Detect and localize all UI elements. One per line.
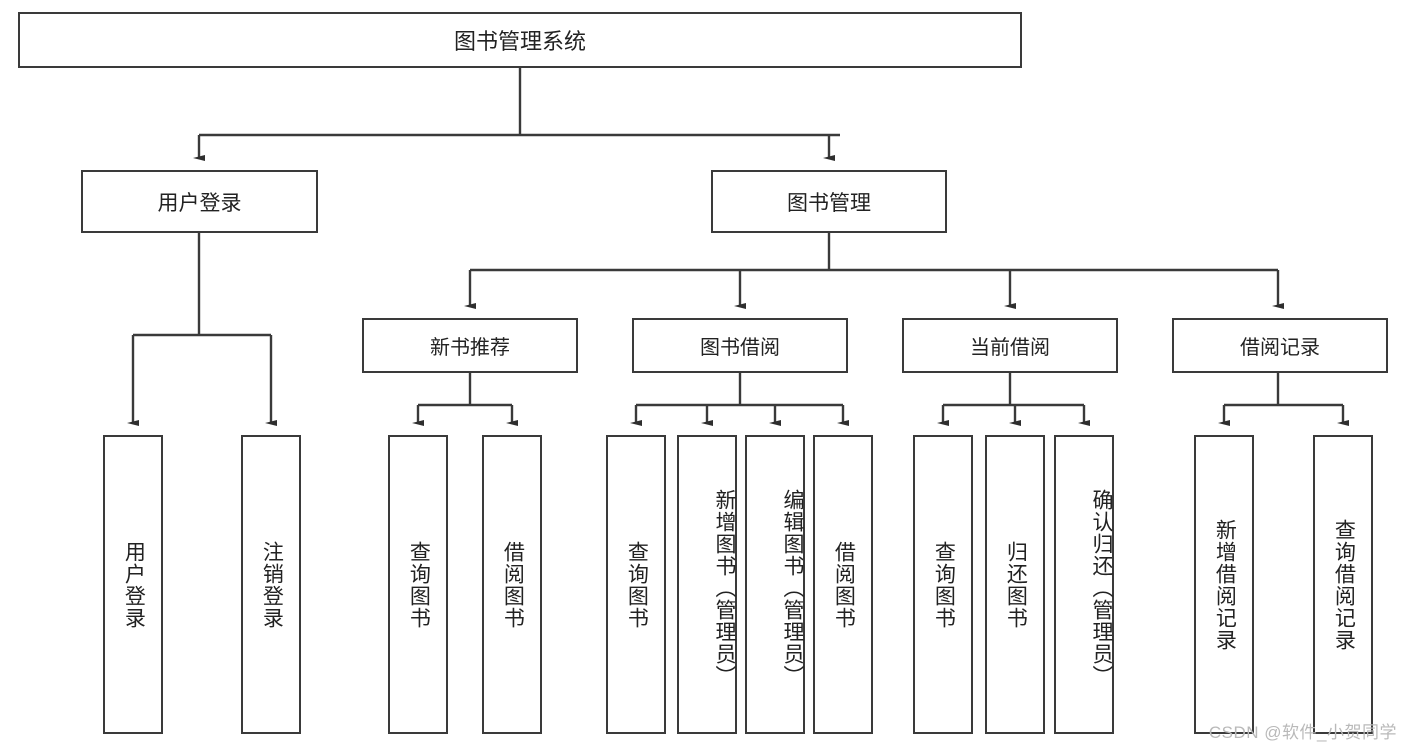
leaf-label: 借阅图书 [501, 540, 525, 629]
leaf-label: 用户登录 [122, 540, 146, 629]
leaf-label: 确认归还（管理员） [1090, 488, 1113, 687]
node-user-login[interactable]: 用户登录 [81, 170, 318, 233]
leaf-label: 查询图书 [932, 540, 956, 629]
leaf-book-borrow-borrow-book[interactable]: 借阅图书 [813, 435, 873, 734]
leaf-book-borrow-add-book-admin[interactable]: 新增图书（管理员） [677, 435, 737, 734]
node-borrow-record[interactable]: 借阅记录 [1172, 318, 1388, 373]
node-book-borrow[interactable]: 图书借阅 [632, 318, 848, 373]
leaf-borrow-record-add-record[interactable]: 新增借阅记录 [1194, 435, 1254, 734]
leaf-label: 新增借阅记录 [1213, 518, 1237, 651]
leaf-label: 注销登录 [260, 540, 284, 629]
leaf-label: 查询图书 [625, 540, 649, 629]
leaf-user-login-login[interactable]: 用户登录 [103, 435, 163, 734]
csdn-watermark: CSDN @软件_小贺同学 [1208, 723, 1397, 742]
leaf-label: 借阅图书 [832, 540, 856, 629]
leaf-label: 新增图书（管理员） [713, 488, 736, 687]
leaf-user-login-logout[interactable]: 注销登录 [241, 435, 301, 734]
leaf-book-borrow-edit-book-admin[interactable]: 编辑图书（管理员） [745, 435, 805, 734]
leaf-book-borrow-query-book[interactable]: 查询图书 [606, 435, 666, 734]
leaf-current-borrow-confirm-return-admin[interactable]: 确认归还（管理员） [1054, 435, 1114, 734]
leaf-new-book-query-book[interactable]: 查询图书 [388, 435, 448, 734]
node-new-book-recommend[interactable]: 新书推荐 [362, 318, 578, 373]
node-root-system[interactable]: 图书管理系统 [18, 12, 1022, 68]
leaf-label: 编辑图书（管理员） [781, 488, 804, 687]
node-current-borrow[interactable]: 当前借阅 [902, 318, 1118, 373]
leaf-label: 查询图书 [407, 540, 431, 629]
leaf-current-borrow-query-book[interactable]: 查询图书 [913, 435, 973, 734]
leaf-new-book-borrow-book[interactable]: 借阅图书 [482, 435, 542, 734]
leaf-label: 归还图书 [1004, 540, 1028, 629]
leaf-current-borrow-return-book[interactable]: 归还图书 [985, 435, 1045, 734]
node-book-management[interactable]: 图书管理 [711, 170, 947, 233]
leaf-borrow-record-query-record[interactable]: 查询借阅记录 [1313, 435, 1373, 734]
leaf-label: 查询借阅记录 [1332, 518, 1356, 651]
